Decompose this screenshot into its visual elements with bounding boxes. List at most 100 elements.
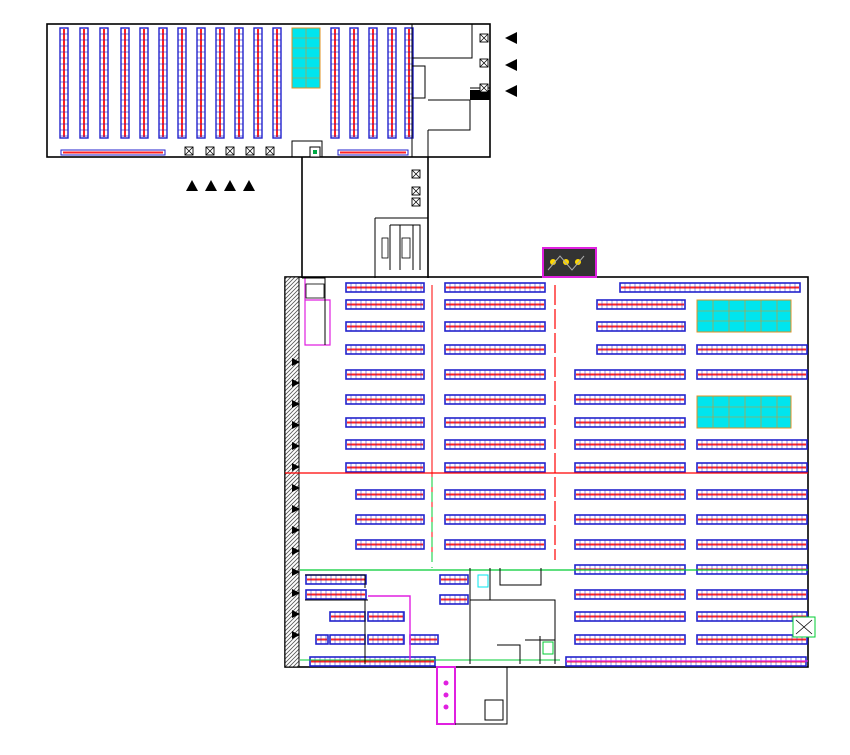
rack-row [309, 656, 436, 667]
rack-row [444, 282, 546, 293]
rack-row [387, 27, 397, 139]
loading-dock-strip [284, 276, 300, 668]
rack-row [79, 27, 89, 139]
lower-cold-storage [696, 299, 792, 429]
rack-row [696, 489, 808, 500]
rack-row [696, 589, 808, 600]
rack-row [330, 27, 340, 139]
rack-row [345, 344, 425, 355]
dock-door-icon [479, 33, 489, 43]
rack-row [367, 611, 405, 622]
upper-floor-racks [60, 149, 409, 156]
rack-row [345, 462, 425, 473]
exit-marker-icon [205, 180, 217, 191]
exit-marker-icon [186, 180, 198, 191]
dock-door-icon [411, 169, 421, 179]
column-post-icon [292, 505, 300, 513]
upper-warehouse [46, 23, 491, 158]
rack-row [305, 589, 367, 600]
column-post-icon [292, 484, 300, 492]
upper-gate [291, 140, 323, 158]
rack-row [272, 27, 282, 139]
rack-row [444, 462, 546, 473]
stair-block [470, 90, 490, 100]
rack-row [574, 489, 686, 500]
dock-door-icon [411, 197, 421, 207]
rack-row [234, 27, 244, 139]
rack-row [444, 299, 546, 310]
column-post-icon [292, 589, 300, 597]
rack-row [305, 574, 367, 585]
dock-door-icon [411, 186, 421, 196]
column-post-icon [292, 526, 300, 534]
rack-row [345, 439, 425, 450]
rack-row [196, 27, 206, 139]
upper-office-block [411, 24, 490, 157]
column-post-icon [292, 547, 300, 555]
rack-row [315, 634, 329, 645]
fire-lines [285, 285, 808, 662]
rack-row [367, 634, 405, 645]
lower-warehouse [284, 247, 816, 725]
exit-marker-icon [505, 85, 517, 97]
dock-door-icon [479, 83, 489, 93]
rack-row [139, 27, 149, 139]
rack-row [444, 321, 546, 332]
column-post-icon [292, 610, 300, 618]
upper-building-outline [46, 23, 491, 158]
rack-row [59, 27, 69, 139]
rack-row [329, 634, 366, 645]
rack-row [355, 539, 425, 550]
rack-row [696, 369, 808, 380]
column-post-icon [292, 400, 300, 408]
dock-door-icon [184, 146, 194, 156]
rack-row [696, 344, 808, 355]
central-office-block [469, 568, 556, 664]
column-post-icon [292, 442, 300, 450]
upper-rack-rows [59, 27, 414, 139]
rack-row [345, 321, 425, 332]
rack-row [596, 321, 686, 332]
exit-marker-icon [243, 180, 255, 191]
column-post-icon [292, 631, 300, 639]
dock-door-icon [225, 146, 235, 156]
column-post-icon [292, 379, 300, 387]
rack-row [596, 344, 686, 355]
lower-dock-doors [292, 358, 300, 639]
rack-row [177, 27, 187, 139]
column-post-icon [292, 421, 300, 429]
rack-row [368, 27, 378, 139]
rack-row [355, 489, 425, 500]
column-post-icon [292, 358, 300, 366]
electrical-room [542, 247, 597, 278]
rack-row [696, 611, 808, 622]
rack-row [696, 634, 808, 645]
rack-row [574, 589, 686, 600]
rack-row [345, 369, 425, 380]
rack-row [574, 369, 686, 380]
rack-row [574, 439, 686, 450]
rack-row [574, 539, 686, 550]
rack-row [696, 439, 808, 450]
exit-marker-icon [505, 59, 517, 71]
rack-row [215, 27, 225, 139]
rack-row [253, 27, 263, 139]
exit-marker-icon [505, 32, 517, 44]
rack-row [696, 539, 808, 550]
lower-rack-rows [305, 282, 808, 667]
rack-row [619, 282, 801, 293]
rack-row [349, 27, 359, 139]
side-gate [792, 616, 816, 638]
rack-row [444, 539, 546, 550]
rack-row [444, 489, 546, 500]
dock-door-icon [245, 146, 255, 156]
rack-row [345, 299, 425, 310]
column-post-icon [292, 568, 300, 576]
rack-row [574, 394, 686, 405]
rack-row [355, 514, 425, 525]
rack-row [120, 27, 130, 139]
rack-row [574, 514, 686, 525]
rack-row [574, 417, 686, 428]
upper-exit-markers [186, 32, 517, 191]
rack-row [444, 394, 546, 405]
